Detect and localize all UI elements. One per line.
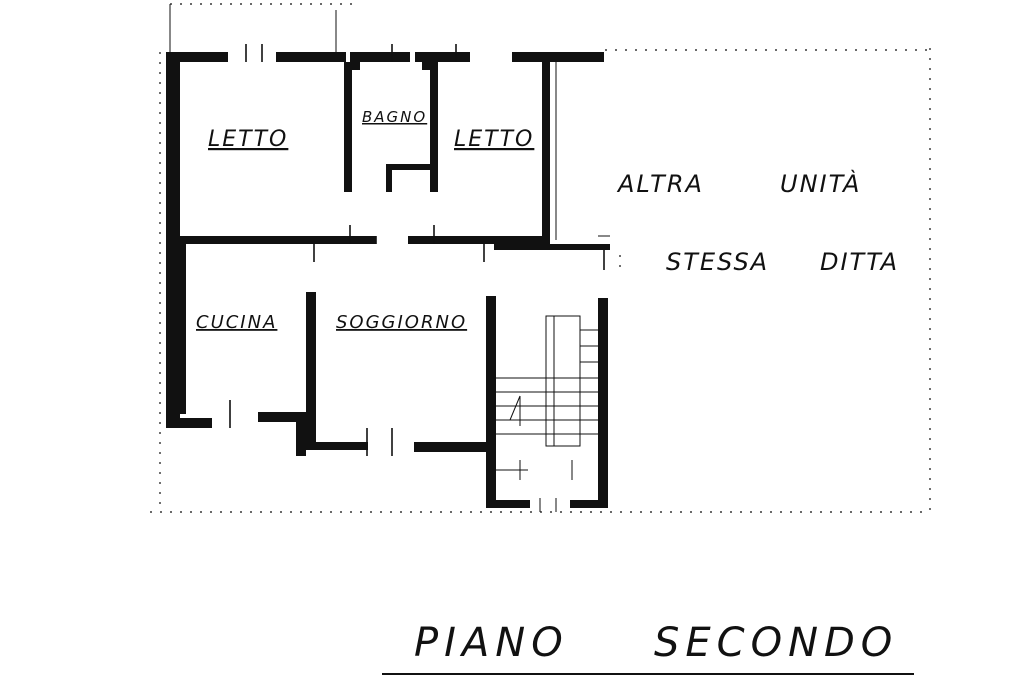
floor-title-word1: PIANO [414, 620, 569, 666]
staircase [496, 315, 598, 512]
wall-details [229, 44, 610, 456]
other-unit-label-stessa: STESSA [666, 248, 769, 276]
walls [166, 52, 610, 508]
other-unit-label-ditta: DITTA [820, 248, 899, 276]
room-label-letto-left: LETTO [208, 127, 288, 152]
other-unit-label-unita: UNITÀ [780, 169, 861, 198]
room-label-soggiorno: SOGGIORNO [336, 312, 467, 333]
room-label-letto-right: LETTO [454, 127, 534, 152]
floor-title-word2: SECONDO [654, 620, 898, 666]
boundary-guides [150, 3, 931, 513]
room-label-cucina: CUCINA [196, 312, 277, 333]
room-label-bagno: BAGNO [362, 108, 427, 126]
other-unit-label-altra: ALTRA [616, 170, 704, 198]
